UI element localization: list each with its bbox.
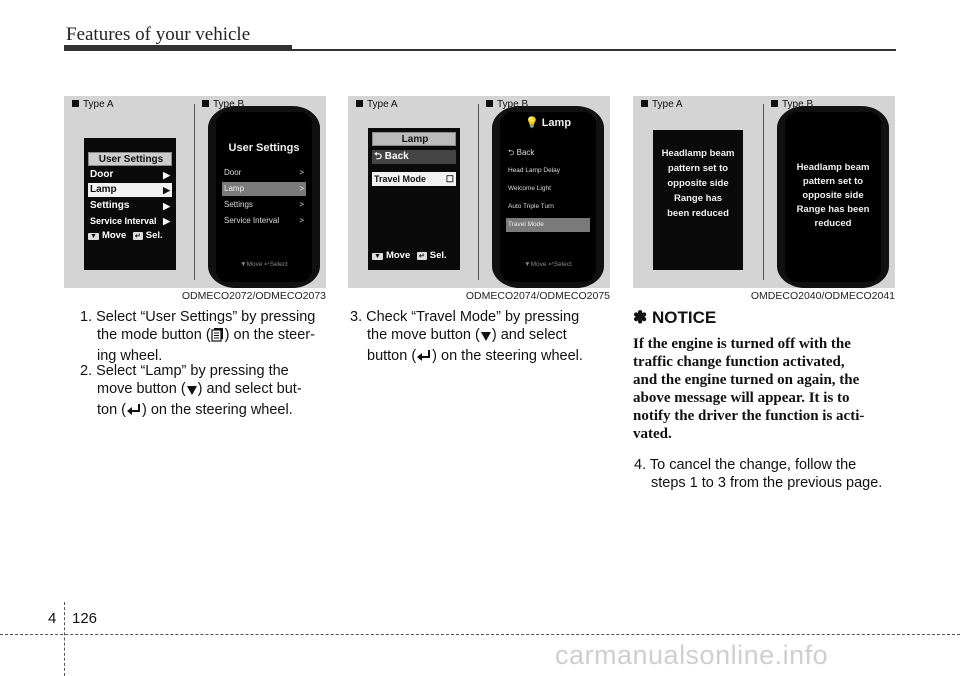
message-line: been reduced bbox=[667, 208, 729, 219]
menu-item-back: ⮌ Back bbox=[508, 148, 535, 157]
square-bullet-icon bbox=[771, 100, 778, 107]
figure-panel-headlamp-message: Type A Type B Headlamp beam pattern set … bbox=[633, 96, 895, 288]
screen-title: 💡 Lamp bbox=[524, 117, 572, 129]
screen-type-b: Headlamp beam pattern set to opposite si… bbox=[777, 106, 889, 288]
menu-item-head-lamp-delay: Head Lamp Delay bbox=[508, 167, 561, 174]
chevron-right-icon: > bbox=[299, 168, 304, 177]
menu-item-lamp: Lamp▶ bbox=[88, 183, 172, 197]
type-a-label: Type A bbox=[641, 99, 683, 110]
square-bullet-icon bbox=[356, 100, 363, 107]
back-arrow-icon: ⮌ bbox=[508, 148, 517, 157]
notice-heading: ✽ NOTICE bbox=[633, 308, 717, 327]
chevron-right-icon: > bbox=[299, 200, 304, 209]
triangle-right-icon: ▶ bbox=[163, 201, 170, 211]
type-a-label: Type A bbox=[72, 99, 114, 110]
screen-footer-hint: ▼Move ↵Select bbox=[240, 261, 288, 268]
enter-button-icon bbox=[126, 403, 142, 422]
menu-item-lamp: Lamp> bbox=[222, 182, 306, 196]
footer-dashed-divider bbox=[64, 602, 65, 676]
notice-body: If the engine is turned off with the tra… bbox=[633, 336, 865, 442]
type-a-label: Type A bbox=[356, 99, 398, 110]
type-b-label: Type B bbox=[202, 99, 244, 110]
square-bullet-icon bbox=[202, 100, 209, 107]
page-number: 126 bbox=[72, 610, 98, 627]
menu-item-settings: Settings▶ bbox=[90, 200, 170, 211]
chapter-number: 4 bbox=[48, 610, 57, 627]
panel-divider bbox=[763, 104, 764, 280]
menu-item-service-interval: Service Interval▶ bbox=[90, 216, 170, 226]
panel-divider bbox=[194, 104, 195, 280]
step-3: 3. Check “Travel Mode” by pressing the m… bbox=[350, 308, 583, 368]
screen-type-b: User Settings Door> Lamp> Settings> Serv… bbox=[208, 106, 320, 288]
back-item: ⮌ Back bbox=[372, 150, 456, 164]
enter-icon: ↵ bbox=[132, 232, 143, 240]
menu-item-service-interval: Service Interval> bbox=[222, 214, 306, 228]
screen-title: User Settings bbox=[228, 142, 300, 154]
message-line: pattern set to bbox=[667, 163, 729, 174]
move-down-triangle-icon bbox=[480, 329, 492, 347]
footer-dashed-rule bbox=[0, 634, 960, 635]
back-arrow-icon: ⮌ bbox=[374, 151, 385, 162]
chevron-right-icon: > bbox=[299, 216, 304, 225]
screen-bottom-bar: ▼Move ↵Sel. bbox=[372, 250, 447, 261]
page-header-title: Features of your vehicle bbox=[66, 24, 251, 45]
screen-type-b: 💡 Lamp ⮌ Back Head Lamp Delay Welcome Li… bbox=[492, 106, 604, 288]
triangle-right-icon: ▶ bbox=[163, 185, 170, 195]
square-bullet-icon bbox=[486, 100, 493, 107]
menu-item-door: Door> bbox=[222, 166, 306, 180]
mode-button-icon bbox=[211, 327, 225, 347]
message-line: pattern set to bbox=[802, 176, 864, 187]
watermark: carmanualsonline.info bbox=[555, 640, 829, 670]
menu-item-auto-triple-turn: Auto Triple Turn bbox=[508, 203, 554, 210]
message-line: Range has been bbox=[796, 204, 870, 215]
menu-item-settings: Settings> bbox=[222, 198, 306, 212]
message-line: reduced bbox=[814, 218, 852, 229]
figure-caption: ODMECO2072/ODMECO2073 bbox=[181, 290, 326, 302]
type-b-label: Type B bbox=[771, 99, 813, 110]
screen-footer-hint: ▼Move ↵Select bbox=[524, 261, 572, 268]
panel-divider bbox=[478, 104, 479, 280]
down-arrow-icon: ▼ bbox=[88, 233, 99, 240]
message-line: Range has bbox=[673, 193, 723, 204]
menu-item-travel-mode: Travel Mode bbox=[506, 218, 590, 232]
header-rule-thick bbox=[64, 45, 292, 51]
square-bullet-icon bbox=[641, 100, 648, 107]
message-line: opposite side bbox=[802, 190, 864, 201]
header-rule-thin bbox=[292, 49, 896, 51]
triangle-right-icon: ▶ bbox=[163, 216, 170, 226]
screen-type-a: Headlamp beam pattern set to opposite si… bbox=[653, 130, 743, 270]
enter-button-icon bbox=[416, 349, 432, 368]
square-bullet-icon bbox=[72, 100, 79, 107]
step-2: 2. Select “Lamp” by pressing the move bu… bbox=[80, 362, 302, 422]
screen-header: User Settings bbox=[88, 152, 172, 166]
down-arrow-icon: ▼ bbox=[372, 253, 383, 260]
figure-panel-lamp: Type A Type B Lamp ⮌ Back Travel Mode☐ ▼… bbox=[348, 96, 610, 288]
triangle-right-icon: ▶ bbox=[163, 170, 170, 180]
message-line: opposite side bbox=[667, 178, 729, 189]
menu-item-travel-mode: Travel Mode☐ bbox=[372, 172, 456, 186]
menu-item-welcome-light: Welcome Light bbox=[508, 185, 551, 192]
enter-icon: ↵ bbox=[416, 252, 427, 260]
screen-bottom-bar: ▼Move ↵Sel. bbox=[88, 230, 163, 241]
step-4: 4. To cancel the change, follow the step… bbox=[634, 457, 883, 491]
move-down-triangle-icon bbox=[186, 383, 198, 401]
lamp-bulb-icon: 💡 bbox=[524, 117, 542, 129]
screen-type-a: User Settings Door▶ Lamp▶ Settings▶ Serv… bbox=[84, 138, 176, 270]
screen-type-a: Lamp ⮌ Back Travel Mode☐ ▼Move ↵Sel. bbox=[368, 128, 460, 270]
type-b-label: Type B bbox=[486, 99, 528, 110]
chevron-right-icon: > bbox=[299, 184, 304, 193]
step-1: 1. Select “User Settings” by pressing th… bbox=[80, 309, 316, 364]
menu-item-door: Door▶ bbox=[90, 169, 170, 180]
message-line: Headlamp beam bbox=[661, 148, 735, 159]
figure-panel-user-settings: Type A Type B User Settings Door▶ Lamp▶ … bbox=[64, 96, 326, 288]
figure-caption: OMDECO2040/ODMECO2041 bbox=[750, 290, 895, 302]
message-line: Headlamp beam bbox=[796, 162, 870, 173]
figure-caption: ODMECO2074/ODMECO2075 bbox=[465, 290, 610, 302]
checkbox-icon: ☐ bbox=[445, 174, 454, 184]
screen-header: Lamp bbox=[372, 132, 456, 146]
